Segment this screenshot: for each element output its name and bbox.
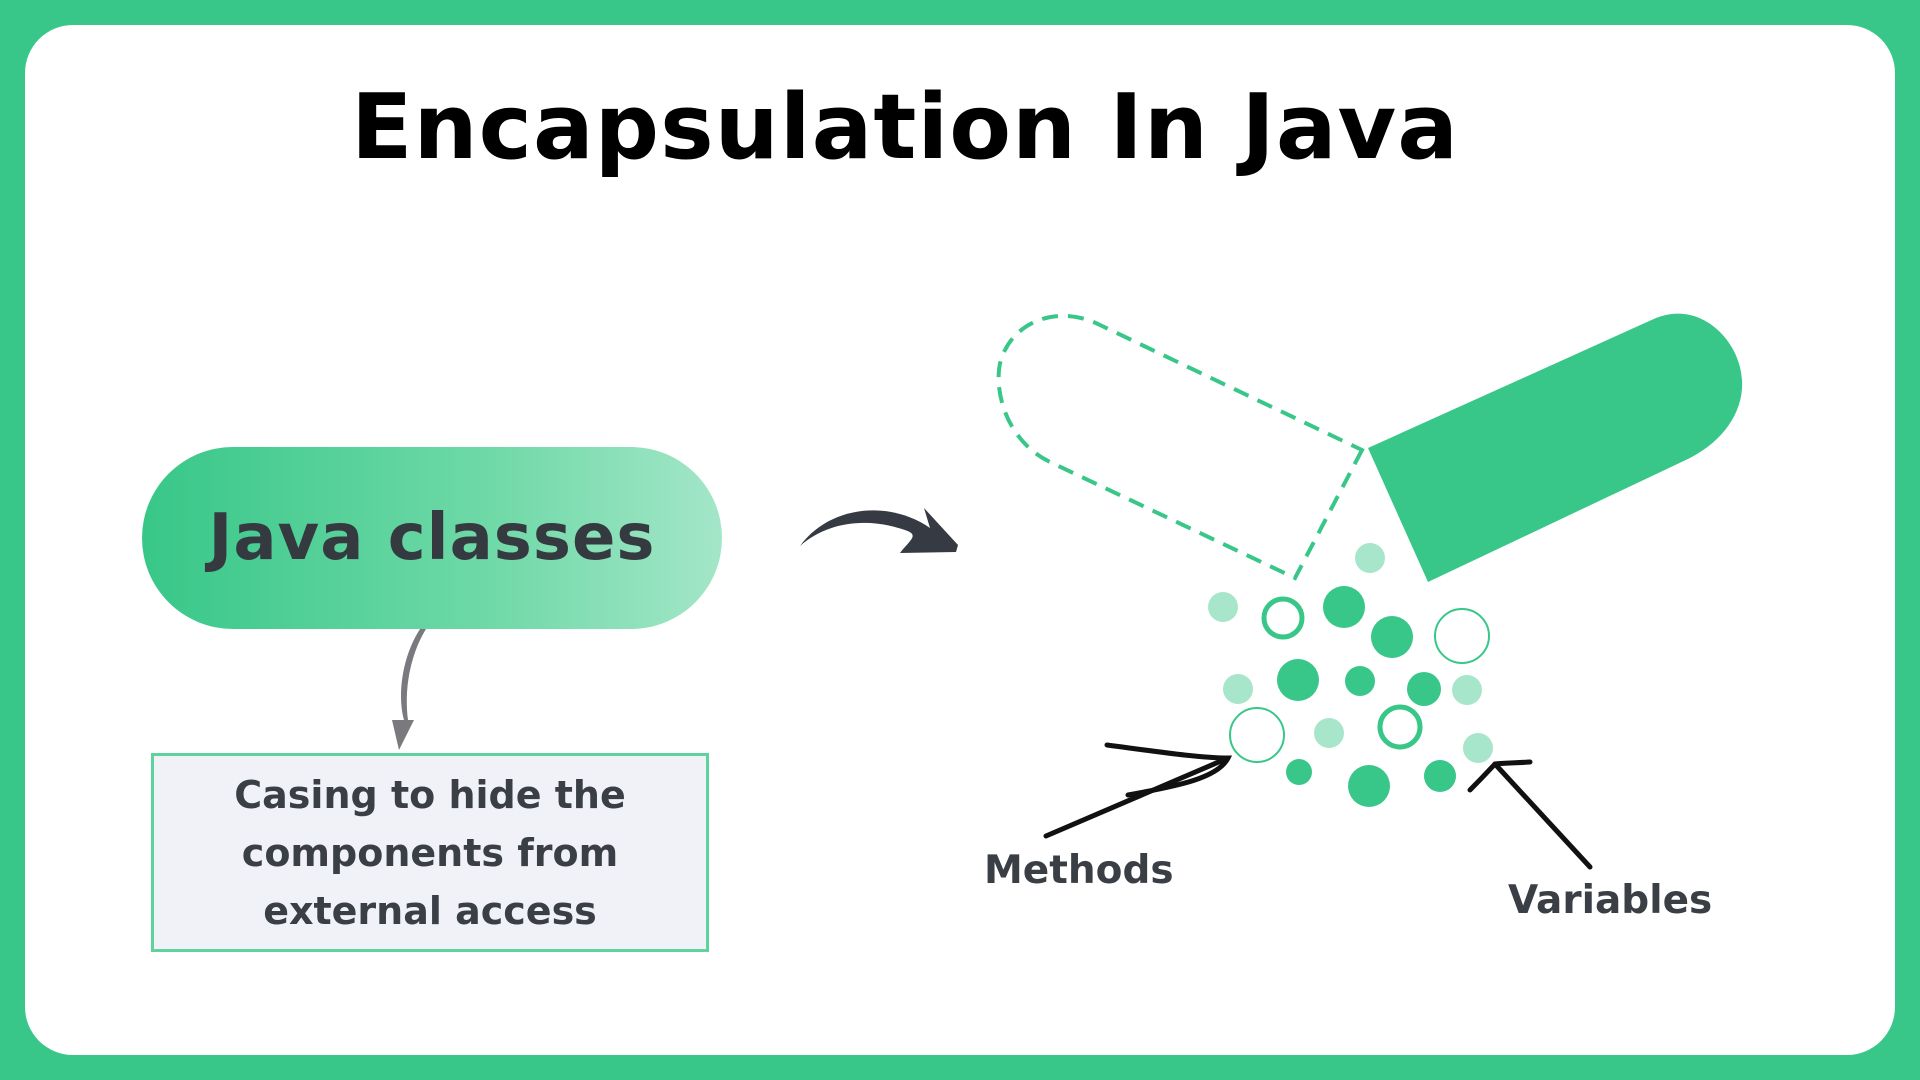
- java-classes-label: Java classes: [208, 501, 656, 575]
- particles: [1208, 543, 1493, 807]
- filled-capsule: [1368, 313, 1743, 582]
- methods-pointer-icon: [1043, 742, 1233, 839]
- down-arrow-icon: [392, 629, 426, 750]
- methods-label: Methods: [984, 848, 1174, 893]
- variables-label: Variables: [1508, 878, 1713, 923]
- page-title: Encapsulation In Java: [351, 75, 1459, 180]
- java-classes-node: Java classes: [142, 447, 722, 629]
- casing-description-box: Casing to hide the components from exter…: [151, 753, 709, 952]
- open-capsule-outline: [996, 314, 1365, 581]
- casing-description-text: Casing to hide the components from exter…: [234, 772, 626, 933]
- curved-arrow-icon: [800, 508, 958, 553]
- variables-pointer-icon: [1467, 759, 1593, 870]
